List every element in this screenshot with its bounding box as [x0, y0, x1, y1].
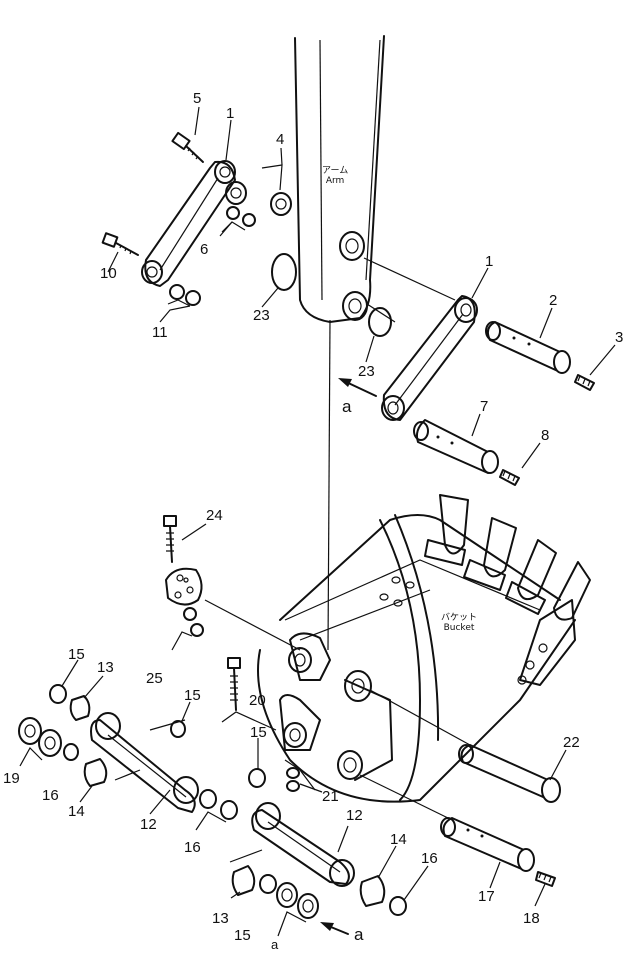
- callout-a-lower: a: [354, 925, 364, 944]
- callout-4: 4: [276, 131, 285, 148]
- callout-14-b: 14: [390, 831, 407, 848]
- callout-24: 24: [206, 507, 223, 524]
- seal-16-a: [63, 743, 79, 761]
- callout-15-d: 15: [234, 927, 251, 944]
- o-ring-left: [271, 253, 297, 291]
- callout-12-left: 12: [140, 816, 157, 833]
- callout-8: 8: [541, 427, 550, 444]
- bucket-label-jp: バケット: [441, 613, 478, 623]
- arm-label: アーム Arm: [322, 166, 349, 187]
- callout-a-upper: a: [342, 397, 352, 416]
- pin-17: [359, 774, 535, 872]
- bolt-10: [101, 232, 139, 256]
- link-12-right: [229, 802, 355, 887]
- bucket: [257, 494, 591, 803]
- seal-16-c: [220, 800, 238, 820]
- seal-15-b: [170, 720, 186, 738]
- bucket-label-en: Bucket: [443, 622, 475, 633]
- callout-5: 5: [193, 90, 202, 107]
- callout-16-a: 16: [42, 787, 59, 804]
- callout-13-b: 13: [212, 910, 229, 927]
- grease-fitting-8: [499, 469, 520, 486]
- grease-fitting-3: [574, 374, 595, 391]
- grease-fitting-18: [535, 871, 556, 887]
- pin-7: [413, 419, 499, 474]
- callout-14-a: 14: [68, 803, 85, 820]
- callout-16-c: 16: [421, 850, 438, 867]
- seal-15-a: [49, 684, 67, 704]
- nut-21-a: [286, 767, 300, 779]
- seal-16-d: [389, 896, 407, 916]
- washer-a-1: [276, 882, 298, 908]
- bushing-14-b: [359, 875, 386, 907]
- callout-22: 22: [563, 734, 580, 751]
- washer-4-a: [225, 181, 247, 205]
- callout-3: 3: [615, 329, 624, 346]
- callout-23-left: 23: [253, 307, 270, 324]
- nut-25-a: [183, 607, 197, 621]
- bolt-5: [171, 131, 204, 163]
- callout-1-right: 1: [485, 253, 494, 270]
- bushing-13-a: [69, 695, 91, 721]
- callout-18: 18: [523, 910, 540, 927]
- nut-11-a: [169, 284, 185, 300]
- link-12-left: [90, 712, 199, 813]
- callout-15-b: 15: [184, 687, 201, 704]
- link-right: [381, 295, 478, 421]
- washer-a-2: [297, 893, 319, 919]
- plate-24: [163, 515, 301, 651]
- washer-4-b: [270, 192, 292, 216]
- callout-19: 19: [3, 770, 20, 787]
- callout-15-a: 15: [68, 646, 85, 663]
- callout-1: 1: [226, 105, 235, 122]
- bushing-13-b: [231, 865, 256, 896]
- seal-15-c: [248, 768, 266, 788]
- seal-16-b: [199, 789, 217, 809]
- callout-10: 10: [100, 265, 117, 282]
- arm-label-en: Arm: [325, 175, 345, 186]
- callout-23-right: 23: [358, 363, 375, 380]
- link-upper-left: [141, 160, 236, 287]
- seal-15-d: [259, 874, 277, 894]
- callout-2: 2: [549, 292, 558, 309]
- o-ring-right: [368, 307, 392, 337]
- callout-13-a: 13: [97, 659, 114, 676]
- bolt-20: [221, 657, 277, 731]
- pin-22: [369, 689, 561, 803]
- callout-16-b: 16: [184, 839, 201, 856]
- callout-20: 20: [249, 692, 266, 709]
- callout-6: 6: [200, 241, 209, 258]
- washer-19-b: [38, 729, 62, 757]
- arm-label-jp: アーム: [322, 166, 349, 176]
- bucket-label: バケット Bucket: [441, 613, 478, 634]
- leader-lines: [61, 106, 616, 907]
- callout-21: 21: [322, 788, 339, 805]
- bushing-14-a: [83, 758, 108, 787]
- callout-7: 7: [480, 398, 489, 415]
- callout-15-c: 15: [250, 724, 267, 741]
- callout-25: 25: [146, 670, 163, 687]
- callout-11: 11: [152, 324, 168, 341]
- pin-2: [485, 321, 571, 374]
- callout-12-right: 12: [346, 807, 363, 824]
- nut-6-a: [226, 206, 240, 220]
- callout-17: 17: [478, 888, 495, 905]
- washer-19-a: [18, 717, 42, 745]
- callout-a-bottom: a: [271, 937, 279, 952]
